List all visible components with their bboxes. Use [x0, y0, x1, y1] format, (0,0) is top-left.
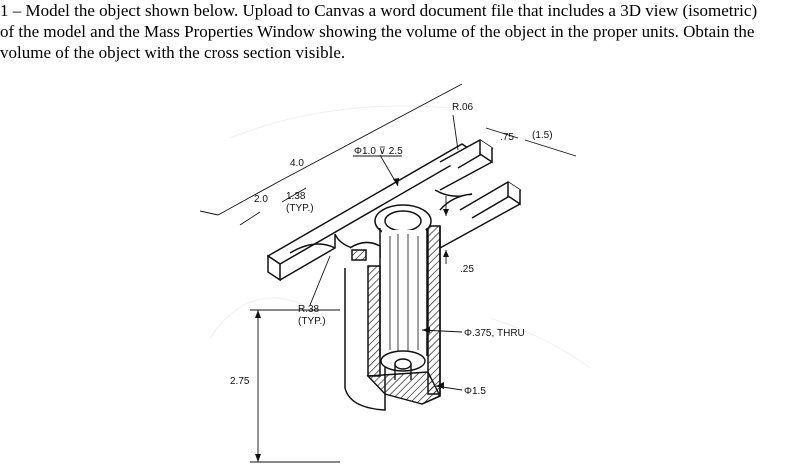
dim-r06: R.06	[452, 102, 474, 113]
part-drawing-svg: R.06 .75 (1.5) Φ1.0 ⊽ 2.5 4.0 2.0 1.38 (…	[199, 83, 591, 463]
left-tab	[349, 241, 381, 261]
dim-138-typ: (TYP.)	[286, 203, 314, 214]
isometric-part-drawing: R.06 .75 (1.5) Φ1.0 ⊽ 2.5 4.0 2.0 1.38 (…	[190, 78, 610, 466]
dim-r38: R.38	[298, 304, 320, 315]
dim-15-ref: (1.5)	[532, 130, 553, 141]
instruction-line-2: of the model and the Mass Properties Win…	[0, 22, 755, 41]
dimension-arrows	[255, 178, 449, 462]
instruction-line-1: 1 – Model the object shown below. Upload…	[0, 1, 758, 20]
dimension-lines	[199, 83, 577, 463]
bottom-section	[366, 350, 441, 405]
assignment-instructions: 1 – Model the object shown below. Upload…	[0, 0, 812, 63]
dim-138: 1.38	[286, 191, 306, 202]
dim-25: .25	[460, 264, 474, 275]
dim-75: .75	[500, 132, 514, 143]
instruction-line-3: volume of the object with the cross sect…	[0, 43, 346, 62]
dim-20: 2.0	[254, 194, 268, 205]
bore-hole	[374, 204, 432, 356]
dim-hole-depth: Φ1.0 ⊽ 2.5	[354, 146, 403, 157]
right-fork-lower	[439, 181, 522, 250]
outer-cylinder	[344, 225, 441, 411]
dim-275: 2.75	[230, 376, 250, 387]
dim-r38-typ: (TYP.)	[298, 316, 326, 327]
dim-15-dia: Φ1.5	[464, 386, 486, 397]
dim-40: 4.0	[290, 158, 304, 169]
dim-hole-thru: Φ.375, THRU	[464, 328, 525, 339]
